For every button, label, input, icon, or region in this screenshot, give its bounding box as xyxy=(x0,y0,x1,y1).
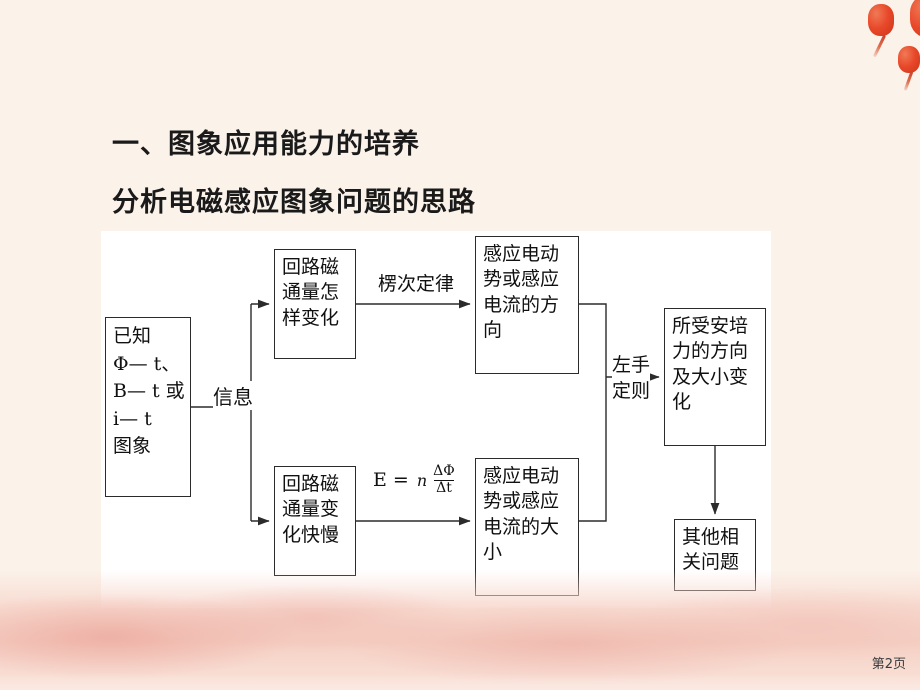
node-line: 力的方向 xyxy=(672,340,749,363)
node-line: 电流的大 xyxy=(483,515,560,538)
flow-node-ampere-force: 所受安培 力的方向 及大小变 化 xyxy=(664,308,766,446)
lantern-bulb xyxy=(910,0,920,38)
node-line: 势或感应 xyxy=(483,268,560,291)
lantern-tassel xyxy=(872,34,887,58)
node-line: 回路磁 xyxy=(282,256,340,278)
edge-label-left-hand-rule: 左手 定则 xyxy=(612,353,651,405)
page-number: 第2页 xyxy=(871,657,906,672)
node-line: 图象 xyxy=(113,435,152,458)
lantern-bulb xyxy=(898,46,920,73)
edge-label-line: 左手 xyxy=(612,354,651,376)
node-line: 电流的方 xyxy=(483,293,560,316)
node-line: 通量怎 xyxy=(282,281,340,304)
node-line: 回路磁 xyxy=(282,473,340,495)
flowchart-panel: 已知 Φ— t、 B— t 或 i— t 图象 回路磁 通量怎 样变化 回路磁 … xyxy=(101,231,771,608)
node-line: 感应电动 xyxy=(483,243,560,265)
lantern-tassel xyxy=(903,71,914,91)
node-line: 化快慢 xyxy=(282,523,340,546)
formula-fraction: ΔΦ Δt xyxy=(431,463,457,496)
lantern-bulb xyxy=(868,4,894,36)
flow-node-flux-how: 回路磁 通量怎 样变化 xyxy=(274,249,356,359)
node-line: 通量变 xyxy=(282,498,340,521)
node-line: 样变化 xyxy=(282,306,340,329)
section-heading: 一、图象应用能力的培养 xyxy=(112,129,420,160)
formula-denominator: Δt xyxy=(434,479,454,496)
subtitle-heading: 分析电磁感应图象问题的思路 xyxy=(112,187,476,218)
edge-label-line: 定则 xyxy=(612,379,651,402)
node-line: 小 xyxy=(483,540,503,563)
formula-coefficient: n xyxy=(416,470,428,490)
flow-node-known: 已知 Φ— t、 B— t 或 i— t 图象 xyxy=(105,317,191,497)
node-line: 感应电动 xyxy=(483,465,560,487)
formula-numerator: ΔΦ xyxy=(433,463,455,479)
node-line: 势或感应 xyxy=(483,490,560,513)
flow-node-emf-direction: 感应电动 势或感应 电流的方 向 xyxy=(475,236,579,374)
node-line: 化 xyxy=(672,390,692,413)
edge-label-lenz-law: 楞次定律 xyxy=(378,269,455,296)
formula-lhs: E = xyxy=(373,469,409,492)
node-line: 其他相 xyxy=(682,526,740,548)
node-line: 关问题 xyxy=(682,551,740,574)
lantern-decoration xyxy=(828,0,920,92)
node-line: 所受安培 xyxy=(672,315,749,337)
flow-node-other-problems: 其他相 关问题 xyxy=(674,519,756,591)
edge-label-information: 信息 xyxy=(213,381,253,410)
bottom-band-fade xyxy=(0,674,920,690)
flow-node-flux-rate: 回路磁 通量变 化快慢 xyxy=(274,466,356,576)
node-line: 已知 xyxy=(113,325,152,347)
node-line: Φ— t、 xyxy=(113,352,181,375)
node-line: 及大小变 xyxy=(672,365,749,388)
flow-node-emf-magnitude: 感应电动 势或感应 电流的大 小 xyxy=(475,458,579,596)
edge-label-faraday-formula: E = n ΔΦ Δt xyxy=(373,463,457,496)
node-line: i— t xyxy=(113,407,152,430)
node-line: B— t 或 xyxy=(113,380,185,403)
node-line: 向 xyxy=(483,318,503,341)
